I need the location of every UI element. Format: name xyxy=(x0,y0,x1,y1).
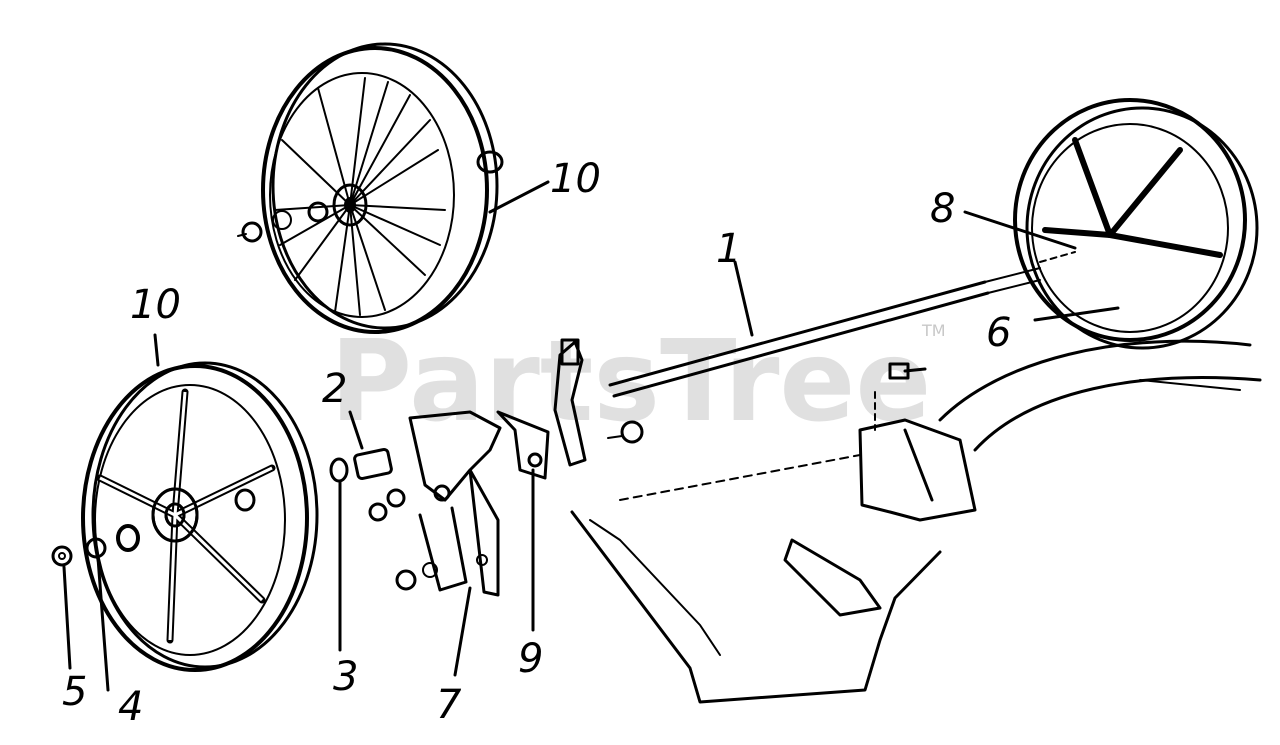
wheel-right[interactable] xyxy=(1013,98,1259,350)
callout-1: 1 xyxy=(716,226,741,272)
wheel-front[interactable] xyxy=(51,361,319,672)
callout-4: 4 xyxy=(118,684,143,730)
mower-deck xyxy=(570,339,1262,704)
callout-3: 3 xyxy=(333,654,358,700)
spacer[interactable] xyxy=(329,447,393,483)
height-adjust-bracket[interactable] xyxy=(368,410,502,597)
callout-9: 9 xyxy=(518,636,543,682)
leader-lines xyxy=(62,180,1120,692)
watermark-trademark: TM xyxy=(921,321,946,340)
callout-7: 7 xyxy=(436,682,462,728)
axle-rod[interactable] xyxy=(608,251,1076,398)
callouts: 1 2 3 4 5 6 7 8 9 10 10 xyxy=(62,156,1011,730)
adjuster-plate[interactable] xyxy=(496,338,644,480)
callout-5: 5 xyxy=(62,669,87,715)
watermark: PartsTree TM xyxy=(330,317,946,447)
callout-10-front: 10 xyxy=(130,282,181,328)
callout-6: 6 xyxy=(986,310,1011,356)
watermark-text: PartsTree xyxy=(330,317,931,447)
callout-2: 2 xyxy=(322,366,347,412)
wheel-rear[interactable] xyxy=(237,42,504,334)
callout-8: 8 xyxy=(930,186,955,232)
callout-10-rear: 10 xyxy=(550,156,601,202)
